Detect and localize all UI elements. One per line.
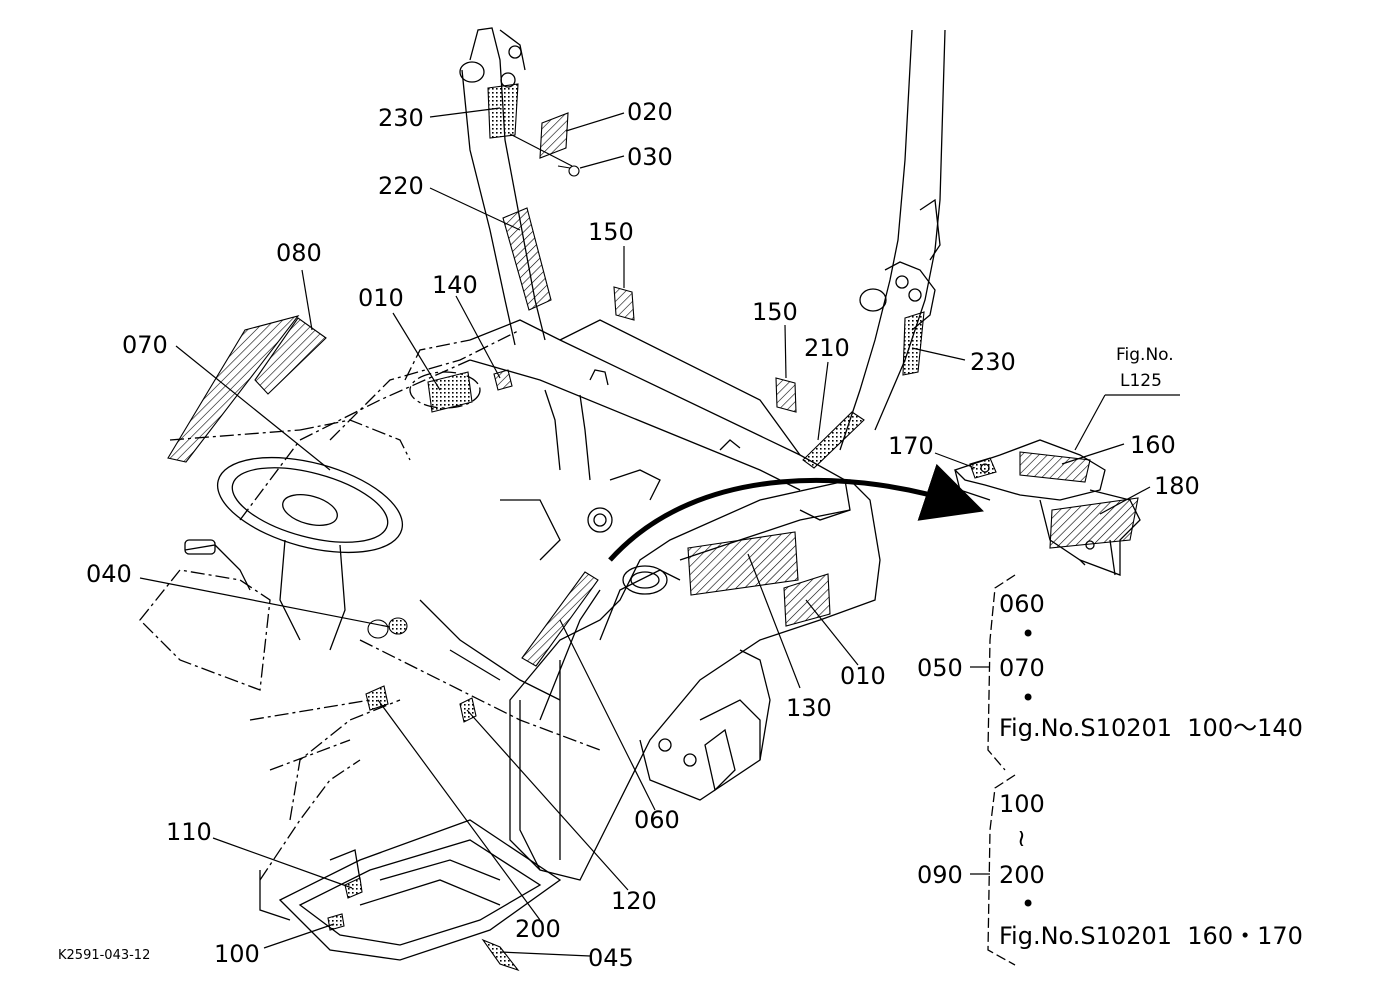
tractor-body-drawing	[139, 27, 946, 961]
leader-lines	[139, 107, 1180, 957]
callout-080: 080	[276, 239, 322, 267]
callout-030: 030	[627, 143, 673, 171]
group-050-bracket: 050 060 • 070 • Fig.No.S10201 100～140	[917, 574, 1303, 771]
decal-230-right	[902, 311, 925, 376]
callout-100: 100	[214, 940, 260, 968]
callout-010-b: 010	[840, 662, 886, 690]
group-090-fig-ref: Fig.No.S10201 160・170	[999, 922, 1303, 950]
callout-040: 040	[86, 560, 132, 588]
callout-labels: 230 020 030 220 150 080 010 140 070 150 …	[58, 98, 1200, 972]
callout-200: 200	[515, 915, 561, 943]
callout-140: 140	[432, 271, 478, 299]
group-090-dot: •	[1021, 890, 1035, 918]
decal-130	[687, 531, 799, 596]
callout-230-left: 230	[378, 104, 424, 132]
callout-110: 110	[166, 818, 212, 846]
floor-step	[259, 819, 562, 961]
decal-200	[365, 685, 389, 711]
detail-arrow	[608, 463, 984, 562]
decal-170	[969, 457, 997, 479]
decal-070	[167, 315, 300, 463]
decal-100	[327, 913, 345, 931]
decal-010-a	[427, 371, 473, 413]
group-050-dot-2: •	[1021, 684, 1035, 712]
group-050-item-070: 070	[999, 654, 1045, 682]
group-090-bracket: 090 100 ≀ 200 • Fig.No.S10201 160・170	[917, 774, 1303, 966]
bolt-030	[557, 165, 580, 177]
group-050-dot-1: •	[1021, 620, 1035, 648]
callout-130: 130	[786, 694, 832, 722]
callout-230-right: 230	[970, 348, 1016, 376]
reference-fig-number: L125	[1120, 371, 1162, 391]
rear-hitch	[639, 649, 771, 801]
group-090-item-100: 100	[999, 790, 1045, 818]
callout-150-a: 150	[588, 218, 634, 246]
callout-220: 220	[378, 172, 424, 200]
reference-fig-label: Fig.No.	[1116, 345, 1174, 365]
group-090-item-200: 200	[999, 861, 1045, 889]
callout-010-a: 010	[358, 284, 404, 312]
decal-160	[1019, 451, 1091, 483]
decals	[167, 83, 1139, 972]
group-050-item-060: 060	[999, 590, 1045, 618]
decal-120	[459, 697, 477, 723]
decal-020	[539, 112, 569, 159]
group-050-fig-ref: Fig.No.S10201 100～140	[999, 714, 1303, 742]
decal-220	[502, 207, 552, 311]
decal-010-b	[783, 573, 831, 627]
callout-210: 210	[804, 334, 850, 362]
decal-080	[254, 317, 327, 395]
gear-lever	[184, 544, 251, 591]
decal-060	[521, 571, 599, 667]
callout-070: 070	[122, 331, 168, 359]
callout-020: 020	[627, 98, 673, 126]
decal-110	[344, 877, 363, 899]
callout-180: 180	[1154, 472, 1200, 500]
decal-230-left	[487, 83, 519, 139]
rops-right-post	[839, 29, 946, 451]
rear-fender	[509, 479, 881, 881]
callout-120: 120	[611, 887, 657, 915]
group-090-code: 090	[917, 861, 963, 889]
decal-180	[1049, 497, 1139, 549]
decal-040	[367, 619, 389, 639]
decal-150-b	[775, 377, 797, 413]
decal-045	[481, 938, 520, 972]
figure-code: K2591-043-12	[58, 948, 150, 963]
callout-045: 045	[588, 944, 634, 972]
group-050-code: 050	[917, 654, 963, 682]
group-090-range-mark: ≀	[1017, 824, 1026, 852]
callout-150-b: 150	[752, 298, 798, 326]
rops-base-beam	[469, 319, 851, 521]
callout-160: 160	[1130, 431, 1176, 459]
steering-wheel	[216, 456, 404, 651]
callout-060: 060	[634, 806, 680, 834]
dashboard-outline	[139, 329, 601, 881]
decal-150-a	[613, 286, 635, 321]
callout-170: 170	[888, 432, 934, 460]
decal-210	[802, 411, 865, 469]
